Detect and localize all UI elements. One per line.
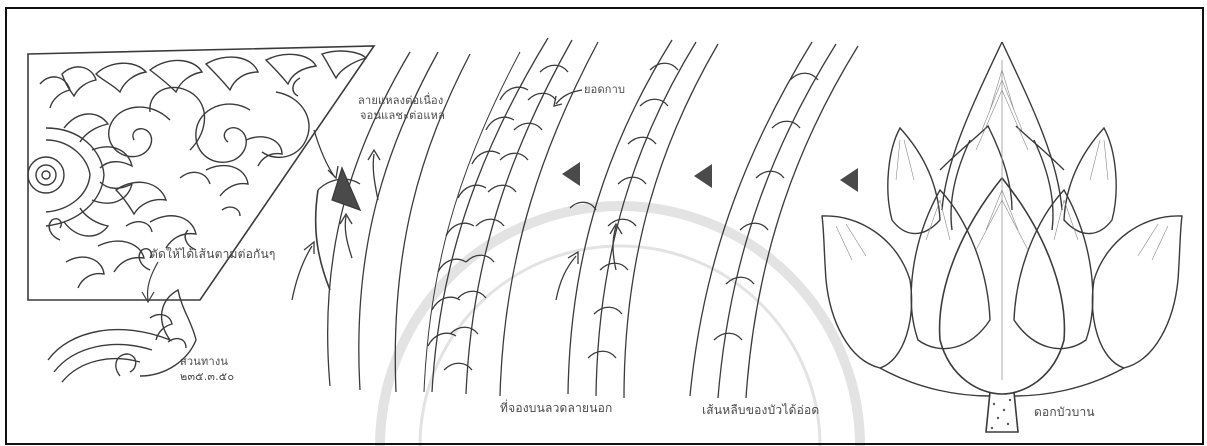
stem-dots: [991, 399, 1011, 429]
joint-note-line1: ลายแหลงต่อเนื่อง: [358, 95, 443, 107]
lotus-drawing: [822, 42, 1182, 432]
flame-motif: [48, 290, 196, 382]
triangle-marker-icon: [562, 162, 580, 186]
corner-arrow: [142, 262, 158, 302]
joint-note-line2: จอนแลชะต่อแหล: [360, 110, 445, 122]
ornament-corner-panel: [28, 46, 374, 300]
triangle-marker-icon: [694, 164, 712, 188]
caption-middle: ที่จองบนลวดลายนอก: [500, 402, 613, 415]
caption-right: เส้นหลืบของบัวได้อ่อด: [702, 404, 819, 417]
triangle-marker-icon: [840, 168, 858, 192]
corner-note: ตัดให้ได้เส้นตามต่อกันๆ: [150, 248, 276, 261]
scale-note: ยอดกาบ: [584, 84, 625, 96]
flame-note-line1: สวนทางน: [180, 356, 228, 368]
caption-lotus: ดอกบัวบาน: [1034, 406, 1095, 419]
flame-note-line2: ๒๓๕.๓.๕๐: [180, 371, 234, 383]
